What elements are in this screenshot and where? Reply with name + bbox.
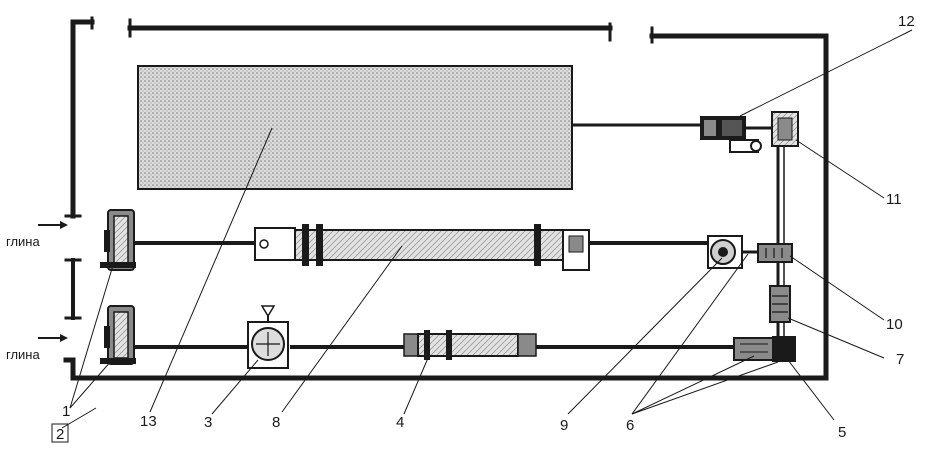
input-label-bottom: глина [6, 347, 40, 362]
label-8: 8 [272, 414, 280, 431]
input-arrow-top [38, 221, 68, 229]
wall-left-upper [70, 19, 95, 219]
leader-12 [739, 29, 913, 117]
label-1: 1 [62, 403, 70, 420]
gearbox-5 [733, 336, 796, 362]
label-4: 4 [396, 414, 404, 431]
drum-4 [403, 330, 537, 360]
callout-labels: 1 2 3 4 5 6 7 8 9 10 11 12 13 [51, 13, 915, 443]
label-7: 7 [896, 351, 904, 368]
wall-right-bottom [63, 33, 829, 381]
wall-left-middle-ends [64, 258, 82, 320]
leader-6a [631, 253, 749, 415]
leader-4 [403, 357, 429, 415]
leader-10 [789, 255, 885, 321]
input-label-top: глина [6, 234, 40, 249]
label-12: 12 [898, 13, 915, 30]
mixer-3 [247, 305, 289, 369]
gear-block-11 [771, 111, 799, 147]
label-9: 9 [560, 417, 568, 434]
label-10: 10 [886, 316, 903, 333]
leader-5 [787, 359, 835, 421]
leader-8 [281, 245, 403, 413]
label-11: 11 [886, 191, 902, 208]
feeder-2 [100, 305, 136, 365]
label-3: 3 [204, 414, 212, 431]
wall-top-ends [128, 18, 612, 42]
label-5: 5 [838, 424, 846, 441]
building-outline [63, 16, 829, 381]
drum-8 [254, 224, 590, 271]
leader-1a [69, 261, 115, 409]
coupling-7 [769, 285, 791, 323]
leader-1b [69, 359, 113, 409]
shafts [132, 123, 785, 349]
pump-9 [707, 235, 743, 269]
leader-6c [631, 361, 779, 415]
storage-area-13 [137, 65, 573, 190]
coupling-10 [757, 243, 793, 263]
label-2-box [51, 423, 69, 443]
leader-9 [567, 257, 723, 415]
leader-lines [61, 29, 913, 429]
label-13: 13 [140, 413, 157, 430]
drive-unit-12 [700, 116, 772, 153]
label-6: 6 [626, 417, 634, 434]
leader-6b [631, 355, 755, 415]
leader-11 [795, 139, 885, 199]
leader-7 [787, 317, 885, 359]
feeder-1 [100, 209, 136, 271]
label-2: 2 [56, 426, 64, 443]
leader-13 [149, 127, 273, 413]
input-arrow-bottom [38, 334, 68, 342]
leader-3 [211, 359, 259, 415]
